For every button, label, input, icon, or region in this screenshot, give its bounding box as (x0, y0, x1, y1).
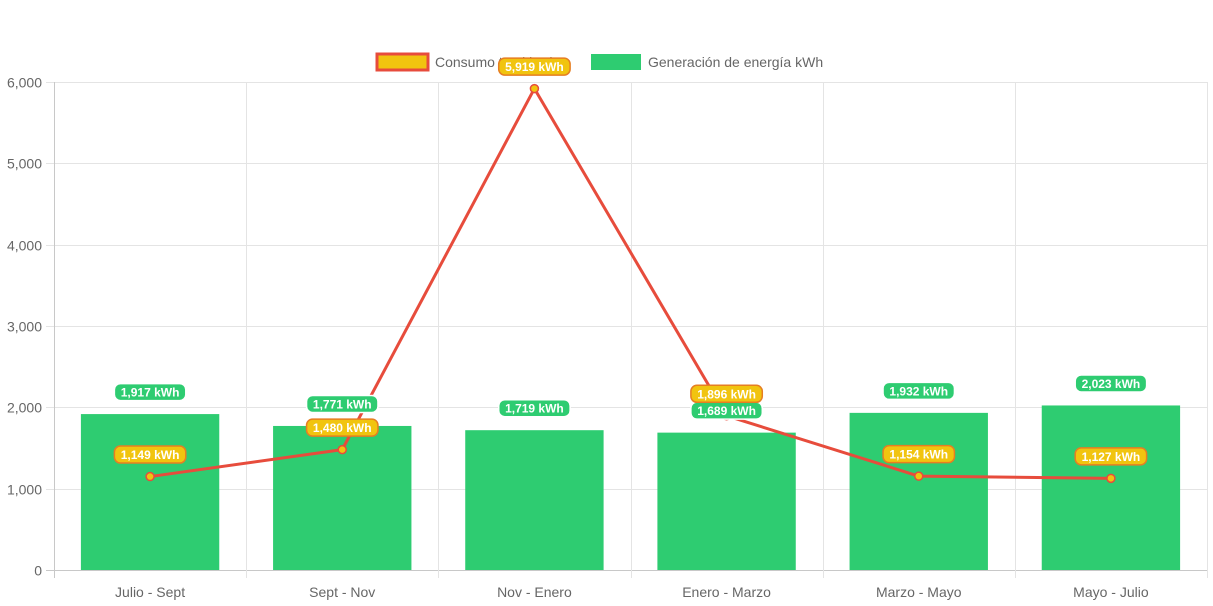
bar (849, 412, 988, 570)
legend-label-generacion: Generación de energía kWh (648, 54, 823, 70)
x-tick-label: Marzo - Mayo (876, 584, 962, 600)
line-data-label: 5,919 kWh (505, 60, 564, 74)
line-data-label-bg (690, 384, 764, 404)
bar (657, 432, 796, 570)
y-tick-label: 1,000 (7, 482, 42, 498)
data-labels: 1,917 kWh 1,771 kWh 1,719 kWh 1,689 kWh 1,93… (113, 57, 1148, 466)
line-data-label: 1,154 kWh (889, 448, 948, 462)
x-tick-label: Julio - Sept (115, 584, 185, 600)
y-tick-label: 0 (34, 563, 42, 579)
bar-series (80, 405, 1181, 570)
x-tick-label: Enero - Marzo (682, 584, 771, 600)
line-data-label-bg (1074, 447, 1148, 466)
y-tick-label: 5,000 (7, 156, 42, 172)
bar-data-label: 1,932 kWh (889, 384, 948, 398)
line-point (337, 444, 347, 455)
x-tick-label: Nov - Enero (497, 584, 572, 600)
bar-data-label-bg (305, 394, 379, 414)
line-data-label-bg (113, 445, 187, 464)
bar (465, 430, 604, 570)
line-data-label: 1,127 kWh (1082, 450, 1141, 464)
line-data-label-bg (305, 418, 379, 437)
line-point (529, 83, 540, 94)
bar-data-label-bg (1074, 374, 1148, 393)
bar-data-label-bg (497, 398, 571, 418)
y-axis: 0 1,000 2,000 3,000 4,000 5,000 6,000 (7, 75, 42, 579)
x-axis: Julio - Sept Sept - Nov Nov - Enero Enero -… (115, 584, 1149, 600)
bar-data-label: 1,719 kWh (505, 402, 564, 416)
y-tick-label: 2,000 (7, 400, 42, 416)
y-tick-label: 4,000 (7, 238, 42, 254)
line-point (145, 471, 155, 482)
bar (80, 414, 220, 570)
line-data-label-bg (882, 444, 956, 464)
line-data-label: 1,896 kWh (697, 387, 756, 401)
line-point (914, 471, 924, 481)
bar-data-label-bg (113, 382, 187, 402)
y-tick-label: 3,000 (7, 319, 42, 335)
y-tick-label: 6,000 (7, 75, 42, 91)
bar-data-label: 1,917 kWh (121, 386, 180, 400)
line-data-label: 1,480 kWh (313, 421, 372, 435)
line-point (1106, 473, 1116, 484)
series-line (149, 87, 1111, 480)
bar (1041, 405, 1181, 570)
line-data-label-bg (497, 57, 571, 76)
grid-lines (46, 82, 1208, 578)
bar-data-label: 1,689 kWh (697, 404, 756, 418)
bar-data-label: 2,023 kWh (1082, 377, 1141, 391)
bar-data-label-bg (882, 381, 956, 401)
legend-swatch-generacion (591, 54, 641, 70)
x-tick-label: Mayo - Julio (1073, 584, 1149, 600)
line-data-label: 1,149 kWh (121, 448, 180, 462)
legend-swatch-consumo (375, 52, 430, 72)
x-tick-label: Sept - Nov (309, 584, 375, 600)
bar-data-label: 1,771 kWh (313, 397, 372, 411)
